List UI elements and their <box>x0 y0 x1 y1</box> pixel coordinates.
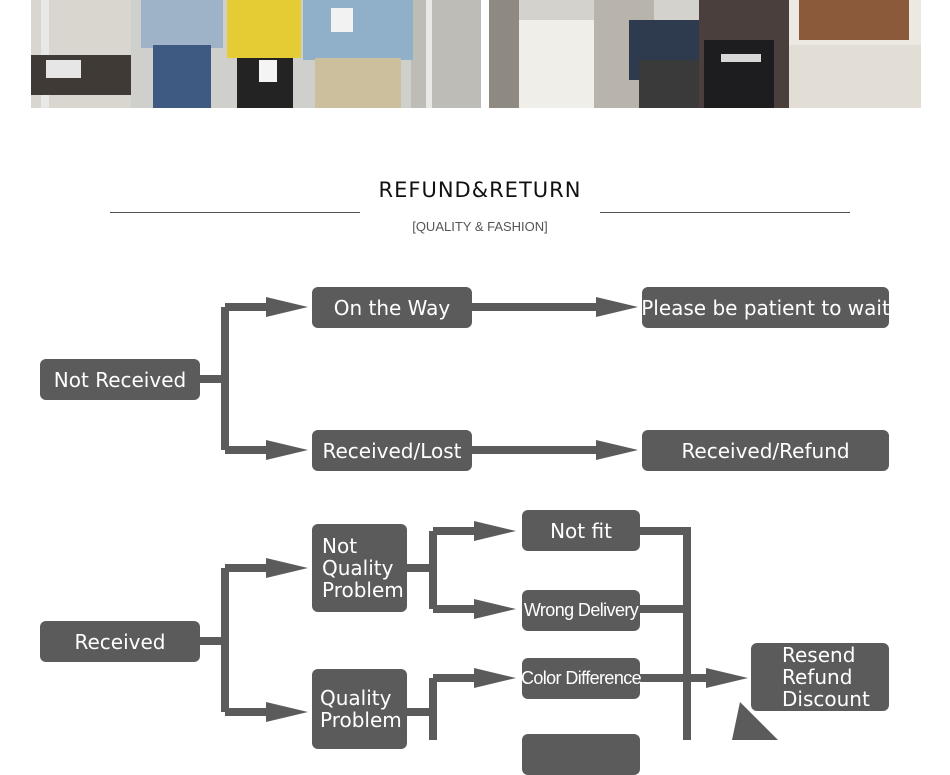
arrow-diagonal <box>732 702 778 740</box>
arrow-quality <box>266 702 308 722</box>
box-not-received: Not Received <box>40 359 200 400</box>
box-received-refund: Received/Refund <box>642 430 889 471</box>
arrow-resend <box>706 668 748 688</box>
title-divider-left <box>110 212 360 213</box>
box-color-difference: Color Difference <box>521 658 642 699</box>
box-not-quality-problem: Not Quality Problem <box>312 524 407 612</box>
box-please-wait: Please be patient to wait <box>641 287 890 328</box>
arrow-not-fit <box>474 521 516 541</box>
arrow-received-lost <box>266 440 308 460</box>
connector-received-branch <box>200 564 272 716</box>
exhibition-photo-right <box>489 0 921 108</box>
connector-not-received-branch <box>200 303 272 454</box>
arrow-not-quality <box>266 558 308 578</box>
box-wrong-delivery: Wrong Delivery <box>522 590 640 631</box>
connector-collector <box>640 527 710 740</box>
title-divider-right <box>600 212 850 213</box>
box-quality-problem: Quality Problem <box>312 669 407 749</box>
box-on-the-way: On the Way <box>312 287 472 328</box>
arrow-wrong-delivery <box>474 599 516 619</box>
arrow-patient <box>596 297 638 317</box>
arrow-color-difference <box>474 668 516 688</box>
connector-not-quality-branch <box>407 527 480 613</box>
box-not-fit: Not fit <box>522 510 640 551</box>
connector-quality-branch <box>407 674 480 740</box>
arrow-on-the-way <box>266 297 308 317</box>
box-received: Received <box>40 621 200 662</box>
box-partial-bottom <box>522 734 640 775</box>
arrow-received-refund <box>596 440 638 460</box>
box-resend-refund-discount: Resend Refund Discount <box>751 643 889 711</box>
section-subtitle: [QUALITY & FASHION] <box>412 219 548 234</box>
flowchart-connectors <box>200 297 778 740</box>
box-received-lost: Received/Lost <box>312 430 472 471</box>
section-title: REFUND&RETURN <box>378 178 582 202</box>
exhibition-photo-left <box>31 0 481 108</box>
